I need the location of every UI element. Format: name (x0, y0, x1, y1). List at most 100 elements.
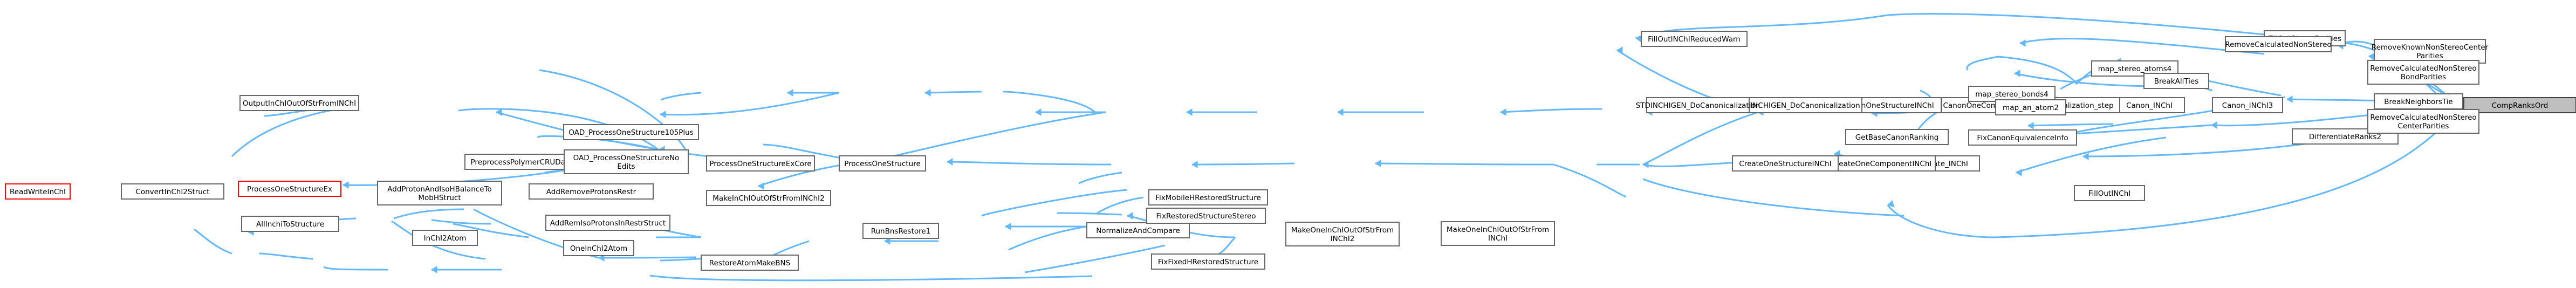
graph-node[interactable]: ProcessOneStructureExCore (706, 155, 815, 172)
node-box (563, 240, 634, 256)
arrowhead (1375, 160, 1381, 167)
node-label: RemoveCalculatedNonStereo (2370, 64, 2476, 73)
edge (924, 91, 982, 94)
graph-node[interactable]: CreateOneStructureINChI (1732, 155, 1839, 172)
graph-node[interactable]: FixRestoredStructureStereo (1146, 208, 1266, 224)
node-box (1285, 222, 1400, 246)
graph-node[interactable]: FixFixedHRestoredStructure (1151, 253, 1265, 270)
graph-node[interactable]: BreakNeighborsTie (2374, 93, 2463, 109)
graph-node[interactable]: AllInchiToStructure (241, 216, 339, 232)
arrowhead (660, 111, 666, 118)
node-label: Canon_INChI3 (2222, 101, 2273, 110)
arrowhead (884, 237, 890, 245)
edge (1642, 178, 1904, 217)
edge (2014, 72, 2161, 87)
graph-node[interactable]: AddRemoveProtonsRestr (529, 183, 654, 200)
edge (231, 107, 346, 157)
graph-node[interactable]: OneInChI2Atom (563, 240, 634, 256)
node-label: DifferentiateRanks2 (2309, 133, 2381, 141)
node-label: RemoveCalculatedNonStereo (2225, 40, 2331, 49)
graph-node[interactable]: Canon_INChI (2114, 97, 2185, 113)
node-box (2463, 97, 2576, 113)
edge (194, 228, 232, 255)
graph-node[interactable]: NormalizeAndCompare (1086, 222, 1190, 238)
node-label: PreprocessPolymerCRUData (471, 158, 573, 167)
node-label: Canon_INChI (2126, 101, 2173, 110)
node-label: map_stereo_bonds4 (1975, 90, 2049, 99)
edge (660, 92, 702, 101)
graph-node[interactable]: FillOutINChI (2074, 185, 2145, 201)
graph-node[interactable]: MakeInChIOutOfStrFromINChI2 (706, 190, 831, 206)
edge (1191, 162, 1295, 166)
edge (947, 161, 1112, 166)
graph-node[interactable]: CompRanksOrd (2463, 97, 2576, 113)
edge (1078, 172, 1122, 184)
arrowhead (787, 89, 793, 97)
graph-node[interactable]: ProcessOneStructureEx (238, 181, 341, 197)
graph-node[interactable]: ProcessOneStructure (839, 155, 926, 172)
graph-node[interactable]: FillOutINChIReducedWarn (1641, 31, 1748, 47)
node-box (412, 230, 478, 246)
node-box (238, 181, 341, 197)
node-label: OAD_ProcessOneStructureNo (573, 154, 680, 162)
graph-node[interactable]: OutputInChIOutOfStrFromINChI (239, 95, 359, 111)
graph-node[interactable]: INCHIGEN_DoCanonicalization (1748, 97, 1862, 113)
node-label: map_stereo_atoms4 (2098, 65, 2172, 73)
graph-node[interactable]: FixMobileHRestoredStructure (1148, 189, 1268, 205)
node-box (1995, 99, 2066, 115)
node-box (1646, 97, 1750, 113)
graph-node[interactable]: DifferentiateRanks2 (2292, 128, 2399, 145)
graph-node[interactable]: ReadWriteInChI (5, 183, 71, 200)
node-label: CenterParities (2398, 122, 2449, 131)
node-label: AddProtonAndIsoHBalanceTo (387, 185, 492, 194)
node-box (464, 154, 579, 170)
node-label: FillOutINChIReducedWarn (1648, 35, 1741, 44)
arrowhead (496, 108, 502, 116)
node-box (862, 223, 939, 239)
arrowhead (342, 181, 349, 189)
graph-node[interactable]: AddRemIsoProtonsInRestrStruct (545, 215, 670, 231)
graph-node[interactable]: CanonOneStructureINChI (1835, 97, 1942, 113)
node-label: ProcessOneStructure (844, 160, 921, 168)
graph-node[interactable]: STDINCHIGEN_DoCanonicalization (1636, 97, 1760, 113)
node-box (239, 95, 359, 111)
graph-node[interactable]: RunBnsRestore1 (862, 223, 939, 239)
edge (649, 275, 1093, 282)
graph-node[interactable]: ConvertInChI2Struct (121, 183, 224, 200)
graph-node[interactable]: InChI2Atom (412, 230, 478, 246)
node-label: RestoreAtomMakeBNS (709, 259, 790, 268)
node-box (706, 190, 831, 206)
graph-node[interactable]: Canon_INChI3 (2212, 97, 2283, 113)
node-label: ReadWriteInChI (10, 188, 66, 196)
edge (1553, 163, 1627, 198)
graph-node[interactable]: PreprocessPolymerCRUData (464, 154, 579, 170)
graph-node[interactable]: map_an_atom2 (1995, 99, 2066, 115)
node-label: ProcessOneStructureExCore (709, 160, 811, 168)
node-box (545, 215, 670, 231)
graph-node[interactable]: CreateOneComponentINChI (1827, 155, 1936, 172)
graph-node[interactable]: RemoveCalculatedNonStereo (2225, 36, 2332, 52)
node-box (1968, 129, 2077, 146)
node-label: INCHIGEN_DoCanonicalization (1750, 101, 1860, 110)
graph-node[interactable]: OAD_ProcessOneStructure105Plus (563, 124, 699, 140)
node-box (1441, 221, 1555, 246)
edge (2019, 38, 2265, 55)
node-label: CanonOneStructureINChI (1842, 101, 1934, 110)
graph-node[interactable]: RestoreAtomMakeBNS (701, 255, 799, 271)
node-box (701, 255, 799, 271)
edge (771, 240, 810, 257)
graph-node[interactable]: map_stereo_bonds4 (1968, 86, 2056, 102)
graph-node[interactable]: FixCanonEquivalenceInfo (1968, 129, 2077, 146)
edge (1024, 244, 1166, 273)
node-label: map_an_atom2 (2003, 104, 2059, 112)
graph-node[interactable]: BreakAllTies (2143, 73, 2209, 89)
graph-node[interactable]: GetBaseCanonRanking (1845, 129, 1949, 145)
